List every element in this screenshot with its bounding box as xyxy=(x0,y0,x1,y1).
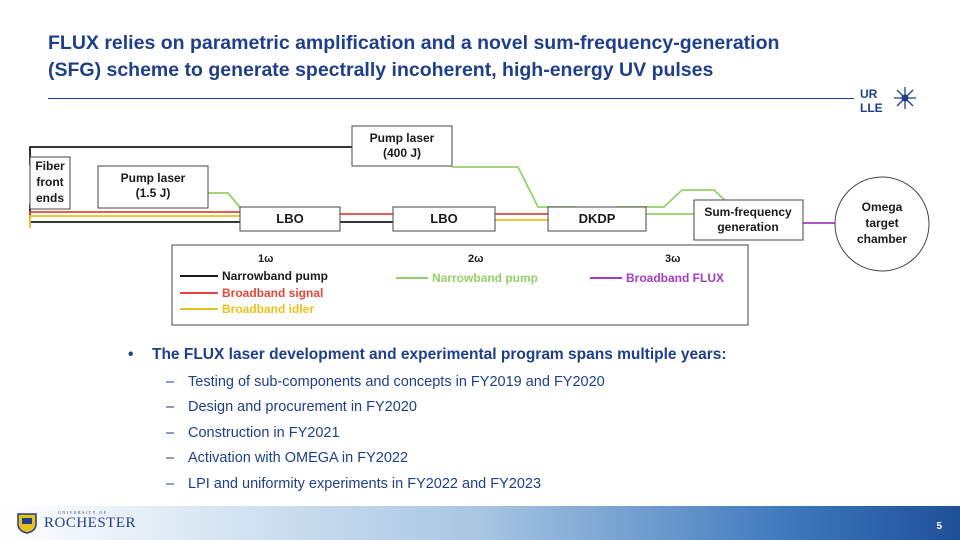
sfg-box xyxy=(693,199,804,241)
logo-lle-text: LLE xyxy=(860,101,883,115)
omega-label-2: target xyxy=(865,216,898,230)
sub-bullet-item: –Design and procurement in FY2020 xyxy=(166,395,928,420)
title-line-1: FLUX relies on parametric amplification … xyxy=(48,32,780,54)
university-small-text: UNIVERSITY OF xyxy=(58,509,108,515)
legend-2w-number: 2ω xyxy=(468,253,483,265)
line-black-top xyxy=(29,146,352,165)
pump-laser-400j-box xyxy=(351,125,453,167)
omega-label-3: chamber xyxy=(857,232,907,246)
ur-lle-logo: UR LLE xyxy=(860,87,916,115)
page-number: 5 xyxy=(936,521,942,532)
legend-narrowband-pump-2w: Narrowband pump xyxy=(432,271,538,285)
omega-chamber-circle xyxy=(834,176,930,272)
line-green-sfg xyxy=(616,189,731,208)
sub-bullet-text: Testing of sub-components and concepts i… xyxy=(188,374,605,390)
sub-bullet-item: –LPI and uniformity experiments in FY202… xyxy=(166,472,928,497)
lbo-2-box xyxy=(392,206,496,232)
legend-broadband-signal: Broadband signal xyxy=(222,286,323,300)
pump-laser-400j-energy: (400 J) xyxy=(383,146,421,160)
university-name: UNIVERSITY OF ROCHESTER xyxy=(44,510,137,532)
lbo-1-box xyxy=(239,206,341,232)
sub-bullet-item: –Testing of sub-components and concepts … xyxy=(166,370,928,395)
fiber-label-3: ends xyxy=(36,191,64,205)
pump-laser-400j-label: Pump laser xyxy=(370,131,435,145)
legend-box xyxy=(171,244,749,326)
legend-broadband-idler: Broadband idler xyxy=(222,302,314,316)
university-logo: UNIVERSITY OF ROCHESTER xyxy=(16,510,137,534)
slide-title: FLUX relies on parametric amplification … xyxy=(48,30,888,84)
main-bullet-text: The FLUX laser development and experimen… xyxy=(152,346,727,363)
legend-broadband-flux: Broadband FLUX xyxy=(626,271,724,285)
flux-diagram: Pump laser (400 J) Fiber front ends Pump… xyxy=(29,125,930,326)
pump-laser-1-5j-box xyxy=(97,165,209,209)
sub-bullet-list: –Testing of sub-components and concepts … xyxy=(166,370,928,497)
university-name-text: ROCHESTER xyxy=(44,514,137,531)
university-shield-icon xyxy=(17,513,37,534)
dkdp-box xyxy=(547,206,647,232)
fiber-label-1: Fiber xyxy=(35,159,65,173)
dkdp-label: DKDP xyxy=(579,211,616,226)
line-red xyxy=(29,211,240,225)
sfg-label-2: generation xyxy=(717,220,778,234)
legend-narrowband-pump-1w: Narrowband pump xyxy=(222,269,328,283)
sfg-label-1: Sum-frequency xyxy=(704,205,792,219)
lbo-2-label: LBO xyxy=(430,211,457,226)
sub-bullet-text: Activation with OMEGA in FY2022 xyxy=(188,450,409,467)
main-bullet: • The FLUX laser development and experim… xyxy=(128,346,928,364)
sub-bullet-text: LPI and uniformity experiments in FY2022… xyxy=(188,475,542,492)
pump-laser-1-5j-label: Pump laser xyxy=(121,171,186,185)
title-line-2: (SFG) scheme to generate spectrally inco… xyxy=(48,59,714,81)
fiber-label-2: front xyxy=(36,175,63,189)
lbo-1-label: LBO xyxy=(276,211,303,226)
title-divider xyxy=(48,98,854,99)
bullet-list: • The FLUX laser development and experim… xyxy=(128,346,928,497)
bullet-dot: • xyxy=(128,346,134,363)
pump-laser-1-5j-energy: (1.5 J) xyxy=(136,186,171,200)
line-yellow xyxy=(29,215,240,228)
fiber-front-ends-box xyxy=(29,156,71,210)
line-green-small xyxy=(208,192,245,213)
legend-1w-number: 1ω xyxy=(258,253,273,265)
sub-bullet-item: –Construction in FY2021 xyxy=(166,421,928,446)
omega-label-1: Omega xyxy=(862,200,903,214)
line-green-main xyxy=(452,166,576,208)
legend-3w-number: 3ω xyxy=(665,253,680,265)
footer-bar xyxy=(0,506,960,540)
sub-bullet-text: Construction in FY2021 xyxy=(188,424,340,441)
logo-ur-text: UR xyxy=(860,87,878,101)
sub-bullet-item: –Activation with OMEGA in FY2022 xyxy=(166,446,928,471)
sub-bullet-text: Design and procurement in FY2020 xyxy=(188,399,417,416)
